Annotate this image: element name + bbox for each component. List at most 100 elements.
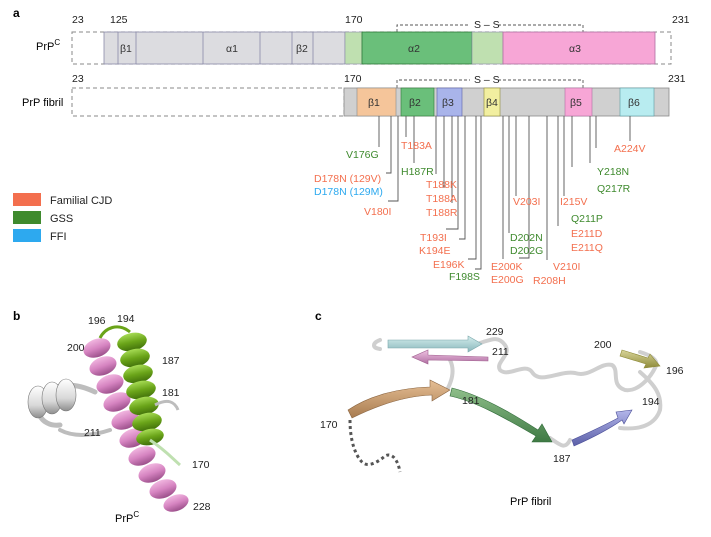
fibril-seg-beta6 xyxy=(619,87,655,117)
strand-beta3 xyxy=(571,409,633,447)
panel-a-label: a xyxy=(13,6,20,20)
mutation-label: Q217R xyxy=(597,183,631,195)
mutation-label: F198S xyxy=(449,271,480,283)
fibril-seg-beta2-label: β2 xyxy=(409,97,421,109)
fibril-seg-beta3 xyxy=(436,87,463,117)
fibril-seg-beta6-label: β6 xyxy=(628,97,640,109)
fibril-residue-187: 187 xyxy=(553,453,571,465)
panel-c-label: c xyxy=(315,309,322,323)
dotted-tail xyxy=(348,419,402,473)
panel-b-label: b xyxy=(13,309,20,323)
fibril-residue-196: 196 xyxy=(666,365,684,377)
mutation-label: D178N (129V) xyxy=(314,173,381,185)
mutation-label: D178N (129M) xyxy=(314,186,383,198)
mutation-label: D202N xyxy=(510,232,543,244)
mutation-label: Q211P xyxy=(571,213,603,225)
mutation-label: V210I xyxy=(553,261,580,273)
prpc-ss-bracket xyxy=(396,24,584,32)
mutation-label: E200K xyxy=(491,261,523,273)
prpc-residue-196: 196 xyxy=(88,315,106,327)
coil xyxy=(446,358,455,390)
fibril-ss-bracket xyxy=(396,79,584,88)
coil xyxy=(58,428,112,437)
coil xyxy=(548,436,572,448)
prpc-residue-end: 231 xyxy=(672,14,690,26)
coil xyxy=(618,370,663,431)
mutation-label: E196K xyxy=(433,259,465,271)
fibril-seg-beta1 xyxy=(356,87,397,117)
legend-label: Familial CJD xyxy=(50,195,112,207)
prpc-row-name: PrPC xyxy=(36,38,60,53)
prpc-residue-187: 187 xyxy=(162,355,180,367)
strand-beta2 xyxy=(449,387,553,443)
fibril-seg-beta2 xyxy=(400,87,435,117)
mutation-label: D202G xyxy=(510,245,543,257)
mutation-leader-lines xyxy=(378,116,631,270)
strand-beta1 xyxy=(347,379,451,419)
fibril-seg-beta1-label: β1 xyxy=(368,97,380,109)
coil xyxy=(98,325,131,339)
fibril-ss-label: S – S xyxy=(474,74,500,86)
prpc-residue-181: 181 xyxy=(162,387,180,399)
prpc-residue-228: 228 xyxy=(193,501,211,513)
fibril-seg-beta4-label: β4 xyxy=(486,97,498,109)
helix-turn xyxy=(55,378,77,412)
fibril-seg-beta5-label: β5 xyxy=(570,97,582,109)
mutation-label: E211D xyxy=(571,228,603,240)
coil xyxy=(149,438,181,467)
mutation-label: T193I xyxy=(420,232,447,244)
mutation-label: T183A xyxy=(401,140,432,152)
prpc-seg-alpha1-label: α1 xyxy=(226,43,238,55)
mutation-label: E211Q xyxy=(571,242,603,254)
prpc-residue-194: 194 xyxy=(117,313,135,325)
mutation-label: T188K xyxy=(426,179,457,191)
mutation-label: I215V xyxy=(560,196,587,208)
prpc-seg-alpha2-label: α2 xyxy=(408,43,420,55)
fibril-residue-211: 211 xyxy=(492,346,509,358)
fibril-residue-170: 170 xyxy=(320,419,338,431)
helix-alpha2 xyxy=(117,332,164,446)
panel-b-caption: PrPC xyxy=(115,510,139,525)
coil xyxy=(154,399,180,411)
prpc-seg-light2 xyxy=(471,31,504,65)
fibril-residue-229: 229 xyxy=(486,326,504,338)
prpc-residue-211: 211 xyxy=(84,427,101,439)
fibril-seg-beta4 xyxy=(483,87,501,117)
mutation-label: T188R xyxy=(426,207,458,219)
fibril-residue-start: 23 xyxy=(72,73,84,85)
mutation-label: H187R xyxy=(401,166,434,178)
mutation-label: V180I xyxy=(364,206,391,218)
prpc-ss-label: S – S xyxy=(474,19,500,31)
panel-c-caption: PrP fibril xyxy=(510,496,551,508)
strand-beta6 xyxy=(387,335,483,353)
prpc-residue-start: 23 xyxy=(72,14,84,26)
strand-beta4 xyxy=(619,349,661,369)
prpc-seg-beta2-label: β2 xyxy=(296,43,308,55)
prpc-bar-outline xyxy=(71,31,672,65)
mutation-label: Y218N xyxy=(597,166,629,178)
prpc-seg-light1 xyxy=(344,31,363,65)
legend-label: FFI xyxy=(50,231,67,243)
prpc-residue-170: 170 xyxy=(192,459,210,471)
legend: Familial CJD GSS FFI xyxy=(13,193,112,243)
fibril-bar-gray xyxy=(343,87,670,117)
fibril-residue-end: 231 xyxy=(668,73,686,85)
legend-label: GSS xyxy=(50,213,73,225)
fibril-bar-dashed xyxy=(71,87,345,117)
fibril-residue-mark: 170 xyxy=(344,73,362,85)
prpc-seg-alpha3-label: α3 xyxy=(569,43,581,55)
prpc-residue-mark2: 170 xyxy=(345,14,363,26)
fibril-seg-beta5 xyxy=(564,87,593,117)
fibril-residue-194: 194 xyxy=(642,396,660,408)
fibril-residue-200: 200 xyxy=(594,339,612,351)
legend-swatch xyxy=(13,229,41,242)
mutation-label: V203I xyxy=(513,196,540,208)
legend-swatch xyxy=(13,211,41,224)
mutation-label: K194E xyxy=(419,245,451,257)
mutation-label: A224V xyxy=(614,143,646,155)
prpc-residue-200: 200 xyxy=(67,342,85,354)
fibril-row-name: PrP fibril xyxy=(22,97,63,109)
fibril-seg-beta3-label: β3 xyxy=(442,97,454,109)
prpc-seg-alpha3 xyxy=(502,31,656,65)
